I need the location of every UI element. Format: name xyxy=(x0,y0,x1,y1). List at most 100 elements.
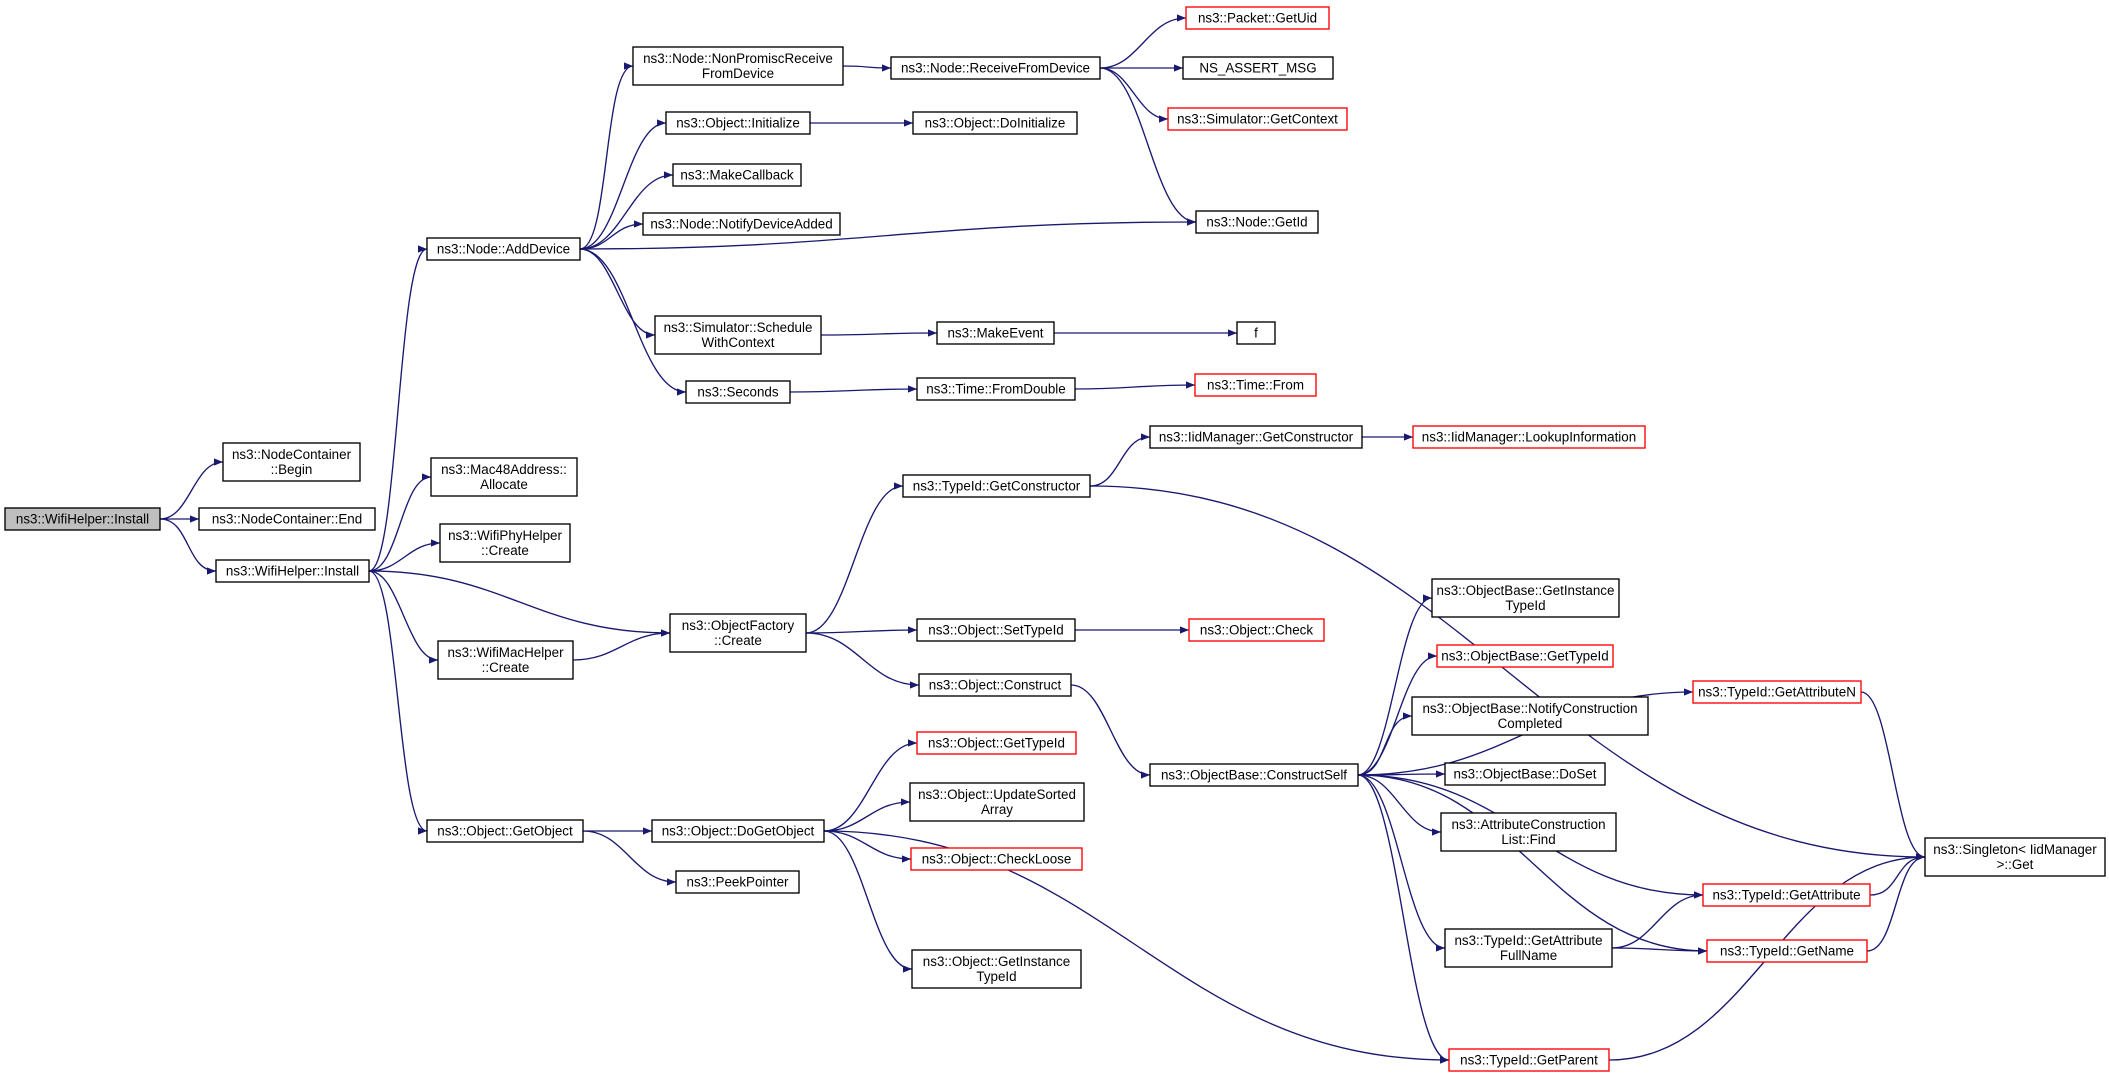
node-box-seconds[interactable] xyxy=(685,380,791,404)
node-box-mac48-allocate[interactable] xyxy=(430,457,578,497)
node-packet-getuid[interactable]: ns3::Packet::GetUid xyxy=(1185,6,1330,30)
node-wifimachelper-create[interactable]: ns3::WifiMacHelper::Create xyxy=(437,640,574,680)
node-box-node-notifydeviceadded[interactable] xyxy=(642,212,841,236)
node-box-object-check[interactable] xyxy=(1188,618,1325,642)
node-box-simulator-schedulewithcontext[interactable] xyxy=(654,315,822,355)
node-box-object-dogetobject[interactable] xyxy=(651,819,825,843)
node-box-objectbase-getinstancetypeid[interactable] xyxy=(1431,578,1620,618)
node-objectfactory-create[interactable]: ns3::ObjectFactory::Create xyxy=(669,613,807,653)
node-box-objectbase-notifyconstructioncompleted[interactable] xyxy=(1411,696,1649,736)
node-object-gettypeid[interactable]: ns3::Object::GetTypeId xyxy=(916,731,1077,755)
node-box-wifihelper-install-root[interactable] xyxy=(4,507,161,531)
node-nodecontainer-end[interactable]: ns3::NodeContainer::End xyxy=(198,507,376,531)
node-object-dogetobject[interactable]: ns3::Object::DoGetObject xyxy=(651,819,825,843)
node-box-time-fromdouble[interactable] xyxy=(916,377,1076,401)
node-box-typeid-getattributefullname[interactable] xyxy=(1444,928,1613,968)
node-f[interactable]: f xyxy=(1236,321,1276,345)
node-typeid-getparent[interactable]: ns3::TypeId::GetParent xyxy=(1448,1048,1610,1072)
node-node-getid[interactable]: ns3::Node::GetId xyxy=(1195,210,1319,234)
node-box-iidmanager-lookupinformation[interactable] xyxy=(1412,425,1646,449)
node-singleton-get[interactable]: ns3::Singleton< IidManager>::Get xyxy=(1924,837,2106,877)
node-time-from[interactable]: ns3::Time::From xyxy=(1194,373,1317,397)
node-simulator-getcontext[interactable]: ns3::Simulator::GetContext xyxy=(1167,107,1348,131)
node-object-getobject[interactable]: ns3::Object::GetObject xyxy=(426,819,584,843)
node-box-iidmanager-getconstructor[interactable] xyxy=(1149,425,1363,449)
node-typeid-getattributen[interactable]: ns3::TypeId::GetAttributeN xyxy=(1692,680,1862,704)
node-object-checkloose[interactable]: ns3::Object::CheckLoose xyxy=(910,847,1083,871)
node-box-typeid-getattributen[interactable] xyxy=(1692,680,1862,704)
node-node-receivefromdevice[interactable]: ns3::Node::ReceiveFromDevice xyxy=(890,56,1101,80)
node-box-typeid-getname[interactable] xyxy=(1706,939,1868,963)
node-objectbase-notifyconstructioncompleted[interactable]: ns3::ObjectBase::NotifyConstructionCompl… xyxy=(1411,696,1649,736)
node-box-wifiphyhelper-create[interactable] xyxy=(439,523,571,563)
node-box-time-from[interactable] xyxy=(1194,373,1317,397)
node-objectbase-doset[interactable]: ns3::ObjectBase::DoSet xyxy=(1444,762,1606,786)
node-makecallback[interactable]: ns3::MakeCallback xyxy=(672,163,802,187)
node-box-objectbase-constructself[interactable] xyxy=(1149,763,1359,787)
node-box-object-gettypeid[interactable] xyxy=(916,731,1077,755)
node-box-node-getid[interactable] xyxy=(1195,210,1319,234)
node-box-objectfactory-create[interactable] xyxy=(669,613,807,653)
node-box-typeid-getattribute[interactable] xyxy=(1702,883,1871,907)
node-ns-assert-msg[interactable]: NS_ASSERT_MSG xyxy=(1182,56,1334,80)
node-box-simulator-getcontext[interactable] xyxy=(1167,107,1348,131)
node-object-settypeid[interactable]: ns3::Object::SetTypeId xyxy=(916,618,1076,642)
node-box-object-construct[interactable] xyxy=(918,673,1072,697)
node-typeid-getattribute[interactable]: ns3::TypeId::GetAttribute xyxy=(1702,883,1871,907)
node-box-node-receivefromdevice[interactable] xyxy=(890,56,1101,80)
node-box-wifihelper-install[interactable] xyxy=(215,559,370,583)
node-box-object-initialize[interactable] xyxy=(665,111,811,135)
node-typeid-getconstructor[interactable]: ns3::TypeId::GetConstructor xyxy=(902,474,1091,498)
node-box-objectbase-gettypeid[interactable] xyxy=(1436,644,1614,668)
node-box-node-nonpromisc[interactable] xyxy=(632,46,844,86)
node-box-makeevent[interactable] xyxy=(936,321,1055,345)
node-box-typeid-getconstructor[interactable] xyxy=(902,474,1091,498)
node-typeid-getname[interactable]: ns3::TypeId::GetName xyxy=(1706,939,1868,963)
node-box-makecallback[interactable] xyxy=(672,163,802,187)
node-box-peekpointer[interactable] xyxy=(675,870,800,894)
node-object-doinitialize[interactable]: ns3::Object::DoInitialize xyxy=(912,111,1078,135)
node-object-initialize[interactable]: ns3::Object::Initialize xyxy=(665,111,811,135)
node-node-adddevice[interactable]: ns3::Node::AddDevice xyxy=(426,237,581,261)
node-box-object-updatesortedarray[interactable] xyxy=(909,782,1085,822)
node-box-object-settypeid[interactable] xyxy=(916,618,1076,642)
node-wifihelper-install-root[interactable]: ns3::WifiHelper::Install xyxy=(4,507,161,531)
node-node-notifydeviceadded[interactable]: ns3::Node::NotifyDeviceAdded xyxy=(642,212,841,236)
node-box-f[interactable] xyxy=(1236,321,1276,345)
node-box-nodecontainer-begin[interactable] xyxy=(222,442,361,482)
node-box-packet-getuid[interactable] xyxy=(1185,6,1330,30)
node-seconds[interactable]: ns3::Seconds xyxy=(685,380,791,404)
node-objectbase-gettypeid[interactable]: ns3::ObjectBase::GetTypeId xyxy=(1436,644,1614,668)
node-iidmanager-getconstructor[interactable]: ns3::IidManager::GetConstructor xyxy=(1149,425,1363,449)
node-objectbase-constructself[interactable]: ns3::ObjectBase::ConstructSelf xyxy=(1149,763,1359,787)
node-box-wifimachelper-create[interactable] xyxy=(437,640,574,680)
node-box-object-getobject[interactable] xyxy=(426,819,584,843)
node-wifihelper-install[interactable]: ns3::WifiHelper::Install xyxy=(215,559,370,583)
node-box-singleton-get[interactable] xyxy=(1924,837,2106,877)
node-box-object-getinstancetypeid[interactable] xyxy=(911,949,1082,989)
node-box-typeid-getparent[interactable] xyxy=(1448,1048,1610,1072)
node-object-construct[interactable]: ns3::Object::Construct xyxy=(918,673,1072,697)
node-box-node-adddevice[interactable] xyxy=(426,237,581,261)
node-time-fromdouble[interactable]: ns3::Time::FromDouble xyxy=(916,377,1076,401)
node-nodecontainer-begin[interactable]: ns3::NodeContainer::Begin xyxy=(222,442,361,482)
node-box-objectbase-doset[interactable] xyxy=(1444,762,1606,786)
node-box-ns-assert-msg[interactable] xyxy=(1182,56,1334,80)
node-box-nodecontainer-end[interactable] xyxy=(198,507,376,531)
node-mac48-allocate[interactable]: ns3::Mac48Address::Allocate xyxy=(430,457,578,497)
node-peekpointer[interactable]: ns3::PeekPointer xyxy=(675,870,800,894)
node-box-object-checkloose[interactable] xyxy=(910,847,1083,871)
node-box-object-doinitialize[interactable] xyxy=(912,111,1078,135)
node-iidmanager-lookupinformation[interactable]: ns3::IidManager::LookupInformation xyxy=(1412,425,1646,449)
node-makeevent[interactable]: ns3::MakeEvent xyxy=(936,321,1055,345)
node-box-attributeconstructionlist-find[interactable] xyxy=(1440,812,1617,852)
node-wifiphyhelper-create[interactable]: ns3::WifiPhyHelper::Create xyxy=(439,523,571,563)
node-object-check[interactable]: ns3::Object::Check xyxy=(1188,618,1325,642)
